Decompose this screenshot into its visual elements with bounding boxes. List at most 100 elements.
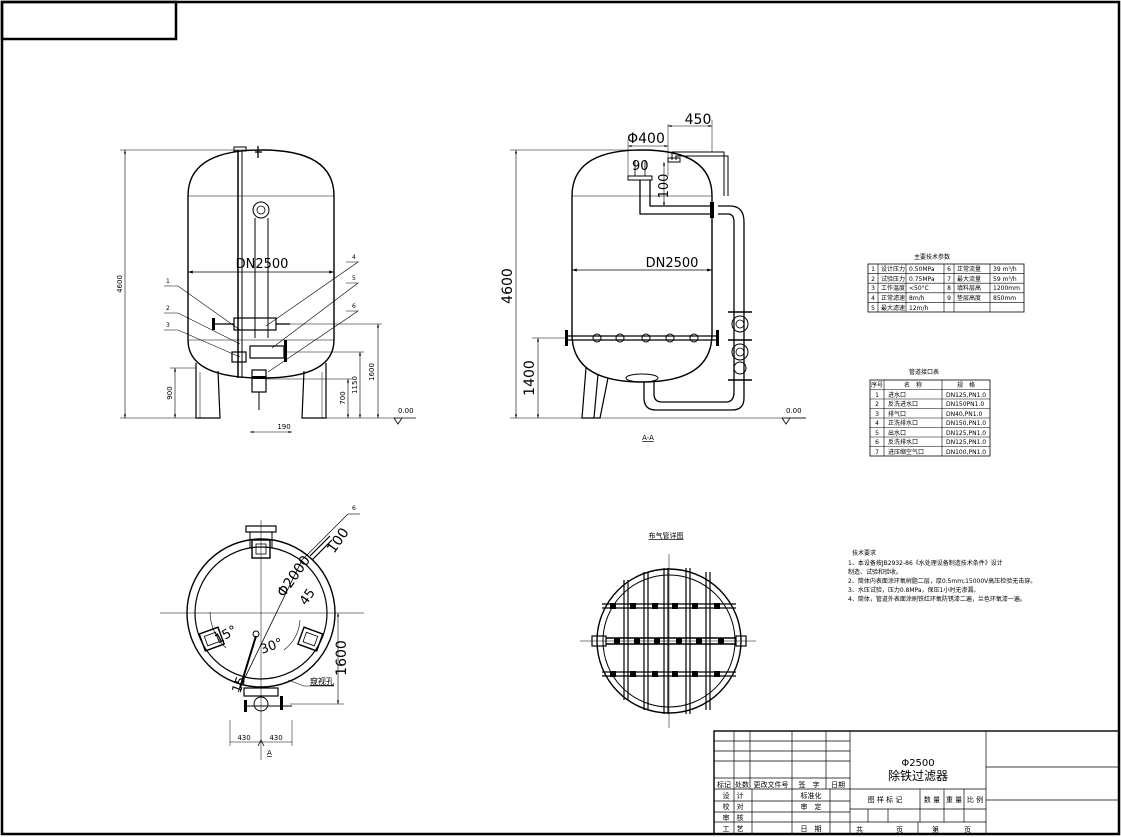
main-params-title: 主要技术参数 bbox=[914, 253, 950, 261]
main-params-table: 主要技术参数 1 设计压力 0.50MPa 6 正常流量 39 m³/h 2 试… bbox=[867, 253, 1025, 313]
nt-cell: 1 bbox=[875, 392, 879, 399]
nt-cell: 3 bbox=[875, 411, 879, 418]
nt-cell: DN40,PN1.0 bbox=[946, 411, 982, 418]
rev-header: 处数 bbox=[735, 780, 749, 789]
page-label: 第 bbox=[932, 825, 939, 834]
mp-cell: 8 bbox=[947, 285, 951, 292]
mp-cell: 垫层高度 bbox=[957, 294, 981, 302]
mp-cell: 39 m³/h bbox=[993, 266, 1017, 273]
mp-cell: <50°C bbox=[909, 285, 929, 292]
distributor-title: 布气管详图 bbox=[649, 531, 684, 540]
mp-cell: 1200mm bbox=[993, 285, 1020, 292]
nt-cell: 5 bbox=[875, 430, 879, 437]
role2-label: 日 期 bbox=[801, 825, 822, 833]
nt-cell: DN100,PN1.0 bbox=[946, 449, 986, 456]
mp-cell: 1 bbox=[871, 266, 875, 273]
nt-cell: 排气口 bbox=[888, 410, 906, 418]
top-dim-100: 100 bbox=[324, 525, 352, 556]
rev-header: 日期 bbox=[831, 781, 845, 789]
top-dim-1600: 1600 bbox=[334, 640, 350, 676]
tech-requirements: 技术要求 1、本设备按JB2932-86《水处理设备制造技术条件》设计 制造、试… bbox=[848, 549, 1036, 603]
mark-label: 数 量 bbox=[924, 795, 940, 804]
mp-cell: 5 bbox=[871, 305, 875, 312]
section-view: DN2500 Φ400 450 90 100 4600 1400 0.00 A-… bbox=[500, 112, 806, 442]
nt-cell: DN125,PN1.0 bbox=[946, 439, 986, 446]
nt-header: 序号 bbox=[871, 381, 883, 389]
distributor-view: 布气管详图 bbox=[580, 531, 756, 728]
mp-cell: 12m/h bbox=[909, 305, 929, 312]
rev-header: 更改文件号 bbox=[754, 780, 789, 789]
mp-cell: 7 bbox=[947, 276, 951, 283]
tech-req-title: 技术要求 bbox=[852, 549, 876, 557]
nt-cell: 反洗进水口 bbox=[888, 400, 918, 408]
mark-label: 重 量 bbox=[946, 796, 962, 804]
mp-cell: 9 bbox=[947, 295, 951, 302]
mp-cell: 最大流量 bbox=[957, 275, 981, 283]
mp-cell: 3 bbox=[871, 285, 875, 292]
top-view: 6 Φ2000 100 45 15° 30° 15 1600 窥视孔 430 4… bbox=[160, 505, 364, 760]
section-height-dim: 4600 bbox=[500, 268, 516, 304]
mp-cell: 工作温度 bbox=[881, 284, 905, 292]
nt-cell: 正洗排水口 bbox=[888, 419, 918, 427]
tech-req-line: 2、筒体内表面涂环氧树脂二层，厚0.5mm;15000V高压检验无击穿。 bbox=[848, 577, 1036, 585]
mark-label: 比 例 bbox=[967, 795, 983, 804]
page-label: 页 bbox=[896, 826, 903, 834]
nt-cell: DN125,PN1.0 bbox=[946, 392, 986, 399]
role-label: 设 计 bbox=[723, 791, 744, 800]
tech-req-line: 3、水压试验，压力0.8MPa，保压1小时无渗漏。 bbox=[848, 586, 979, 594]
role-label: 审 核 bbox=[723, 813, 744, 822]
section-diameter-label: DN2500 bbox=[646, 256, 699, 271]
mp-cell: 试验压力 bbox=[881, 275, 905, 283]
section-level-label: 0.00 bbox=[786, 407, 802, 415]
nt-cell: 7 bbox=[875, 449, 879, 456]
nt-header: 规 格 bbox=[957, 381, 975, 389]
role-label: 工 艺 bbox=[723, 825, 744, 833]
front-diameter-label: DN2500 bbox=[236, 257, 289, 272]
nt-cell: 反洗排水口 bbox=[888, 438, 918, 446]
top-width-430a: 430 bbox=[237, 734, 250, 742]
front-dim-1150: 1150 bbox=[351, 376, 359, 394]
section-dim-100: 100 bbox=[657, 174, 672, 199]
product-name: 除铁过滤器 bbox=[888, 768, 948, 783]
mp-cell: 最大滤速 bbox=[881, 304, 905, 312]
top-width-430b: 430 bbox=[269, 734, 282, 742]
callout-5: 5 bbox=[352, 275, 356, 282]
nt-cell: 6 bbox=[875, 439, 879, 446]
mp-cell: 正常滤速 bbox=[881, 294, 905, 302]
callout-3: 3 bbox=[166, 322, 170, 329]
mp-cell: 正常流量 bbox=[957, 265, 981, 273]
front-height-dim: 4600 bbox=[116, 275, 124, 293]
nt-cell: DN125,PN1.0 bbox=[946, 430, 986, 437]
section-title: A-A bbox=[642, 434, 654, 442]
tech-req-line: 4、筒体，管道外表面涂刷铁红环氧防锈漆二遍，兰色环氧漆一遍。 bbox=[848, 595, 1026, 603]
product-diameter: Φ2500 bbox=[901, 758, 934, 769]
role-label: 校 对 bbox=[723, 802, 744, 811]
section-dim-1400: 1400 bbox=[522, 360, 538, 396]
nt-header: 名 称 bbox=[904, 381, 922, 389]
distributor-nozzles bbox=[610, 603, 724, 677]
callout-2: 2 bbox=[166, 305, 170, 312]
mp-cell: 设计压力 bbox=[881, 265, 905, 273]
mp-cell: 0.50MPa bbox=[909, 266, 935, 273]
mp-cell: 850mm bbox=[993, 295, 1016, 302]
section-nozzles bbox=[592, 333, 699, 343]
callout-1: 1 bbox=[166, 278, 170, 285]
front-view: DN2500 1 2 3 4 5 6 4600 900 700 1150 160… bbox=[116, 146, 416, 434]
mp-cell: 59 m³/h bbox=[993, 276, 1017, 283]
top-angle-30: 30° bbox=[258, 636, 285, 658]
section-angle-90: 90 bbox=[632, 159, 649, 174]
mp-cell: 8m/h bbox=[909, 295, 925, 302]
front-level-label: 0.00 bbox=[398, 407, 414, 415]
role2-label: 审 定 bbox=[801, 802, 822, 811]
nozzle-table: 管道接口表 序号 名 称 规 格 1 进水口 DN125,PN1.0 2 反洗进… bbox=[869, 368, 991, 457]
callout-4: 4 bbox=[352, 254, 356, 261]
tech-req-line: 制造、试验和验收。 bbox=[848, 568, 902, 576]
rev-header: 签 字 bbox=[799, 780, 820, 789]
top-section-mark: A bbox=[267, 749, 272, 757]
mp-cell: 6 bbox=[947, 266, 951, 273]
callout-6: 6 bbox=[352, 303, 356, 310]
front-width-dim: 190 bbox=[277, 423, 290, 431]
role2-label: 标准化 bbox=[801, 791, 822, 800]
